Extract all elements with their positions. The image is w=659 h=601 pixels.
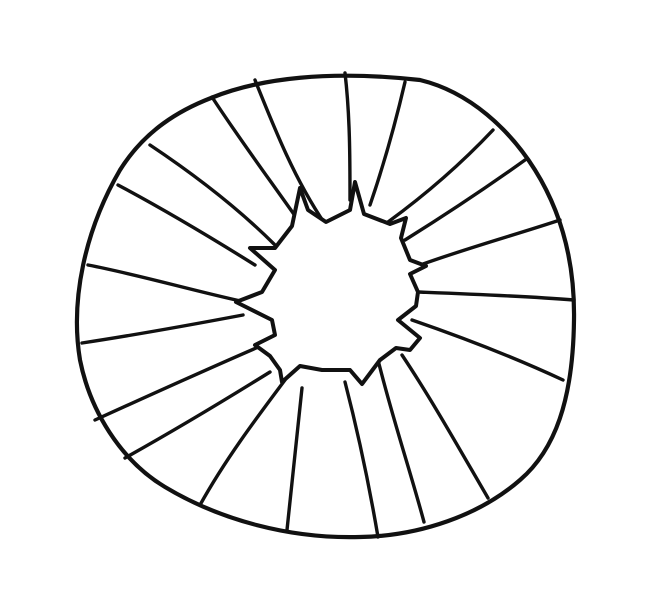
ray-lines (80, 71, 576, 539)
outer-shape (74, 73, 577, 540)
central-spiky-circle (234, 180, 428, 386)
